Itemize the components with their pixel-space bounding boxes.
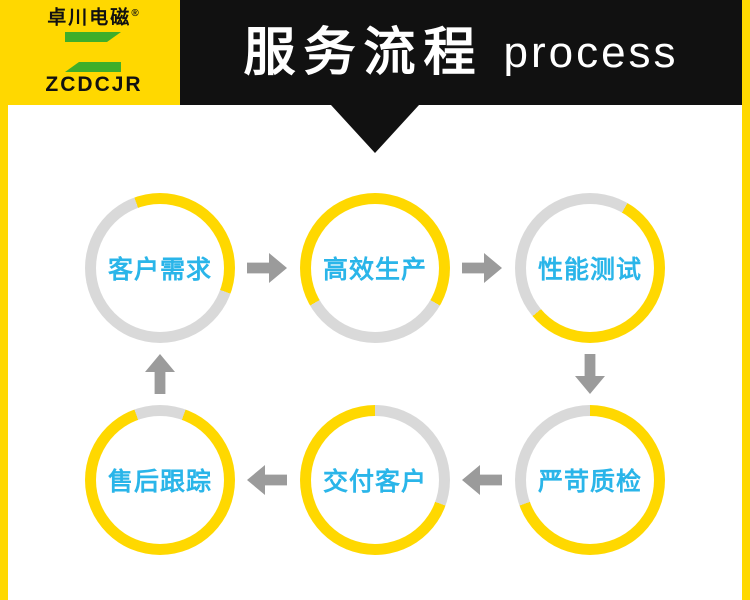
header-titles: 服务流程 process xyxy=(180,0,742,105)
header-pointer-triangle xyxy=(331,105,419,153)
arrow-right-icon xyxy=(247,253,287,283)
step-circle-customer-needs: 客户需求 xyxy=(85,193,235,343)
step-circle-inner: 交付客户 xyxy=(311,416,439,544)
right-yellow-border xyxy=(742,0,750,600)
step-circle-inner: 售后跟踪 xyxy=(96,416,224,544)
step-label: 售后跟踪 xyxy=(107,468,212,496)
step-label: 严苛质检 xyxy=(537,468,642,496)
step-label: 交付客户 xyxy=(322,468,427,496)
brand-name-cn-text: 卓川电磁 xyxy=(47,7,132,29)
arrow-right-icon xyxy=(462,253,502,283)
brand-name-cn: 卓川电磁® xyxy=(47,7,141,29)
step-circle-delivery: 交付客户 xyxy=(300,405,450,555)
arrow-left-icon xyxy=(462,465,502,495)
step-label: 高效生产 xyxy=(322,256,427,284)
step-label: 性能测试 xyxy=(537,256,642,284)
left-yellow-border xyxy=(0,0,8,600)
arrow-left-icon xyxy=(247,465,287,495)
arrow-up-icon xyxy=(145,354,175,394)
step-circle-after-sales: 售后跟踪 xyxy=(85,405,235,555)
green-z-logo-icon xyxy=(65,32,123,73)
step-circle-inner: 性能测试 xyxy=(526,204,654,332)
header-bar: 卓川电磁® ZCDCJR 服务流程 process xyxy=(8,0,742,105)
step-circle-inner: 高效生产 xyxy=(311,204,439,332)
registered-mark: ® xyxy=(131,7,141,19)
page-title-en: process xyxy=(503,27,679,77)
arrow-down-icon xyxy=(575,354,605,394)
step-circle-inner: 客户需求 xyxy=(96,204,224,332)
step-circle-efficient-production: 高效生产 xyxy=(300,193,450,343)
step-circle-performance-test: 性能测试 xyxy=(515,193,665,343)
page-title-cn: 服务流程 xyxy=(243,23,484,82)
step-circle-strict-qc: 严苛质检 xyxy=(515,405,665,555)
brand-name-en: ZCDCJR xyxy=(45,73,143,97)
brand-logo: 卓川电磁® ZCDCJR xyxy=(8,0,180,105)
step-circle-inner: 严苛质检 xyxy=(526,416,654,544)
step-label: 客户需求 xyxy=(107,256,212,284)
